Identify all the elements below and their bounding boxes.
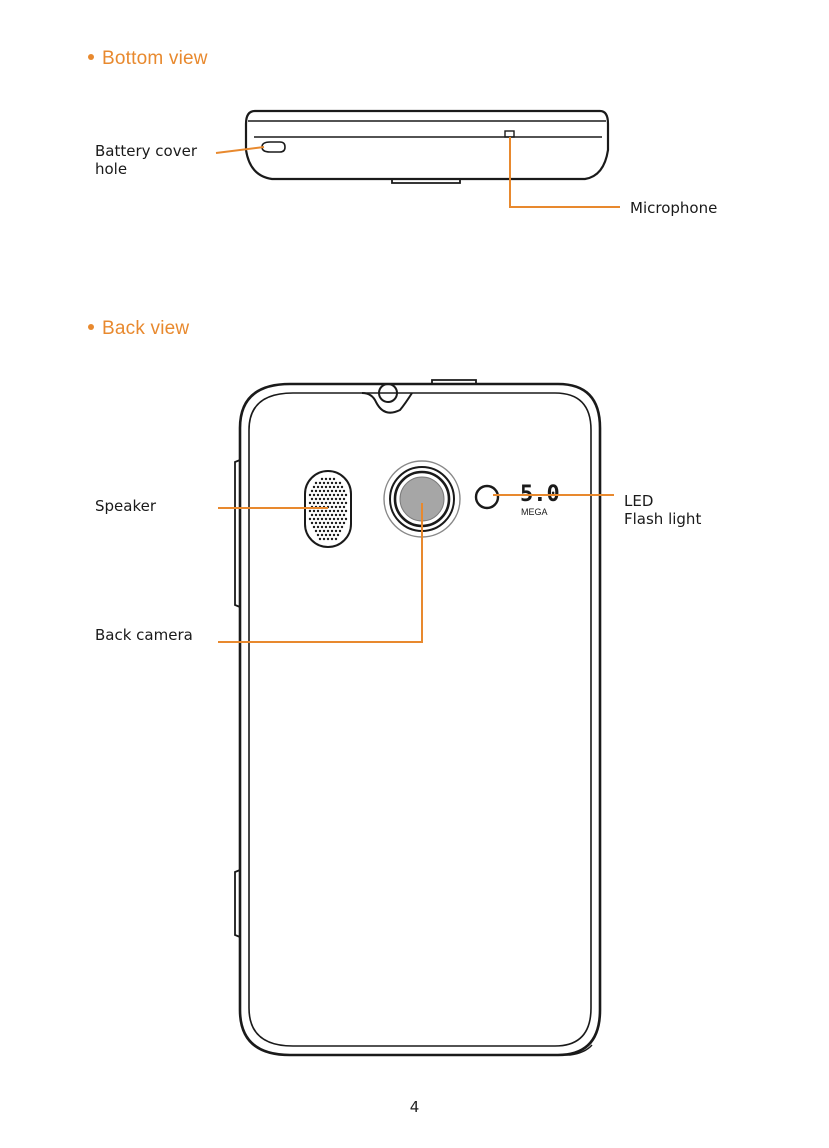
microphone-label: Microphone: [630, 199, 717, 217]
battery-cover-hole: [262, 142, 285, 152]
led-flash-label: LED Flash light: [624, 492, 701, 528]
battery-cover-hole-label: Battery cover hole: [95, 142, 197, 178]
page-number: 4: [0, 1098, 829, 1116]
microphone-callout-line: [510, 137, 620, 207]
phone-bottom-outline: [246, 111, 608, 183]
battery-callout-line: [216, 147, 264, 153]
led-flash: [476, 486, 498, 508]
speaker-label: Speaker: [95, 497, 156, 515]
badge-unit: MEGA: [521, 507, 548, 517]
camera-badge: 5.0 MEGA: [520, 482, 560, 517]
microphone-hole: [505, 131, 514, 137]
back-camera-label: Back camera: [95, 626, 193, 644]
